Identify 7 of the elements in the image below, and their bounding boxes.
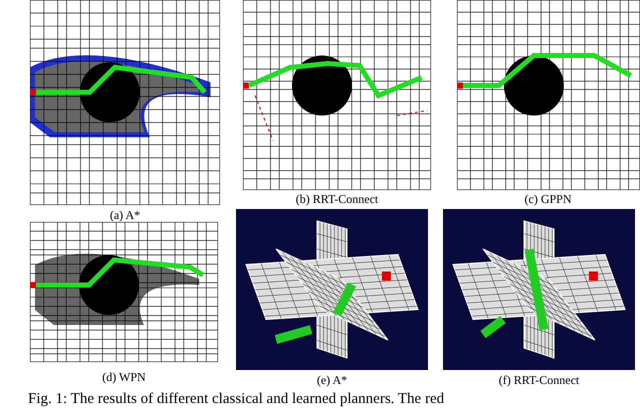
panel-caption: (d) WPN — [102, 370, 146, 385]
panel-caption: (e) A* — [316, 373, 348, 388]
figure-caption: Fig. 1: The results of different classical and learned planners. The red — [28, 391, 444, 408]
panel-caption: (c) GPPN — [524, 192, 572, 207]
panel-caption: (a) A* — [110, 208, 140, 223]
panel-caption: (b) RRT-Connect — [296, 192, 378, 207]
panel-caption: (f) RRT-Connect — [498, 373, 580, 388]
